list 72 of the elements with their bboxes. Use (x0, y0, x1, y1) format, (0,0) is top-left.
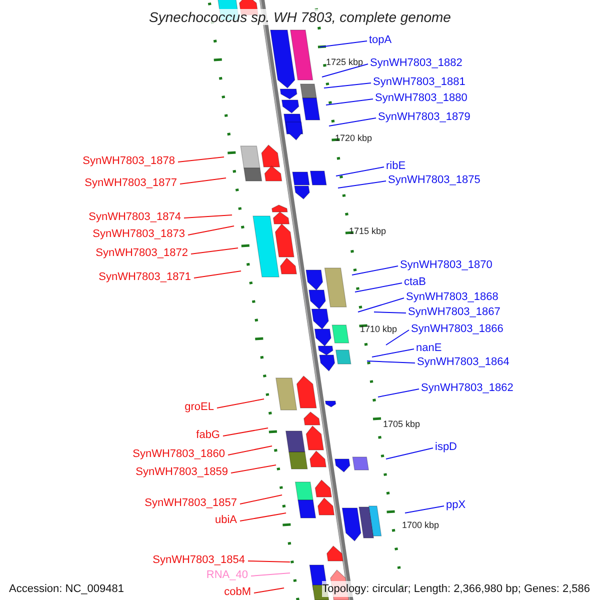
leader-line (180, 178, 226, 184)
leader-line (358, 298, 404, 312)
gene-label: cobM (224, 586, 251, 599)
gene-label: SynWH7803_1877 (84, 177, 177, 190)
gene-label: ribE (386, 160, 406, 173)
leader-line (326, 98, 374, 106)
leader-line (320, 40, 368, 48)
leader-line (404, 506, 444, 514)
gene-label: groEL (184, 401, 214, 414)
leader-line (230, 464, 276, 474)
gene-label: SynWH7803_1872 (96, 247, 188, 260)
leader-line (372, 348, 414, 358)
scale-label: 1715 kbp (349, 226, 386, 237)
gene-label: SynWH7803_1860 (132, 448, 225, 461)
accession-label: Accession: NC_009481 (9, 581, 124, 597)
gene-label: SynWH7803_1880 (375, 92, 468, 105)
gene-label: ppX (446, 499, 466, 512)
leader-line (188, 226, 234, 236)
gene-label: SynWH7803_1859 (136, 466, 228, 479)
scale-label: 1705 kbp (383, 419, 420, 430)
leader-line (336, 166, 384, 176)
leader-line (254, 588, 284, 594)
gene-label: ispD (435, 441, 458, 454)
scale-label: 1710 kbp (360, 324, 398, 335)
gene-label: SynWH7803_1879 (378, 111, 470, 124)
leader-line (328, 118, 376, 126)
gene-label: fabG (196, 429, 220, 442)
leader-line (184, 214, 232, 218)
gene-label: SynWH7803_1867 (408, 306, 500, 319)
scale-label: 1700 kbp (402, 520, 440, 531)
leader-line (386, 448, 434, 460)
gene-label: SynWH7803_1868 (406, 291, 498, 304)
gene-label: nanE (416, 342, 442, 355)
leader-line (240, 512, 286, 522)
leader-line (352, 266, 398, 276)
gene-label: RNA_40 (206, 569, 248, 582)
genome-info-label: Topology: circular; Length: 2,366,980 bp; Genes: 2,586 (322, 581, 590, 597)
gene-label: SynWH7803_1862 (421, 382, 514, 395)
gene-label: SynWH7803_1854 (152, 554, 245, 567)
leader-line (194, 270, 242, 278)
gene-label: SynWH7803_1857 (144, 497, 237, 510)
scale-label: 1720 kbp (335, 133, 372, 144)
gene-label: SynWH7803_1871 (98, 271, 191, 284)
leader-line (190, 248, 238, 254)
leader-line (250, 572, 290, 576)
gene-label: ubiA (214, 514, 237, 527)
leader-line (240, 494, 282, 504)
leader-line (322, 64, 368, 78)
leader-line (222, 428, 268, 436)
gene-label: SynWH7803_1881 (373, 76, 466, 89)
leader-line (378, 388, 420, 398)
leader-line (386, 330, 410, 346)
gene-label: topA (369, 34, 392, 47)
leader-line (366, 360, 416, 364)
gene-label: SynWH7803_1875 (388, 174, 480, 187)
scale-label: 1725 kbp (326, 57, 364, 68)
leader-line (374, 312, 406, 314)
leader-line (248, 560, 290, 562)
gene-label: SynWH7803_1864 (417, 356, 510, 369)
leader-line (216, 398, 264, 408)
leader-line (324, 82, 372, 88)
gene-label: SynWH7803_1878 (82, 155, 175, 168)
gene-label: ctaB (404, 276, 426, 289)
leader-line (178, 156, 224, 162)
leader-line (228, 446, 272, 456)
leader-line (354, 282, 402, 292)
gene-label: SynWH7803_1866 (411, 323, 504, 336)
leader-line (338, 180, 386, 188)
gene-label: SynWH7803_1873 (92, 228, 185, 241)
gene-label: SynWH7803_1874 (88, 211, 181, 224)
gene-label: SynWH7803_1882 (370, 57, 462, 70)
gene-label: SynWH7803_1870 (400, 259, 492, 272)
